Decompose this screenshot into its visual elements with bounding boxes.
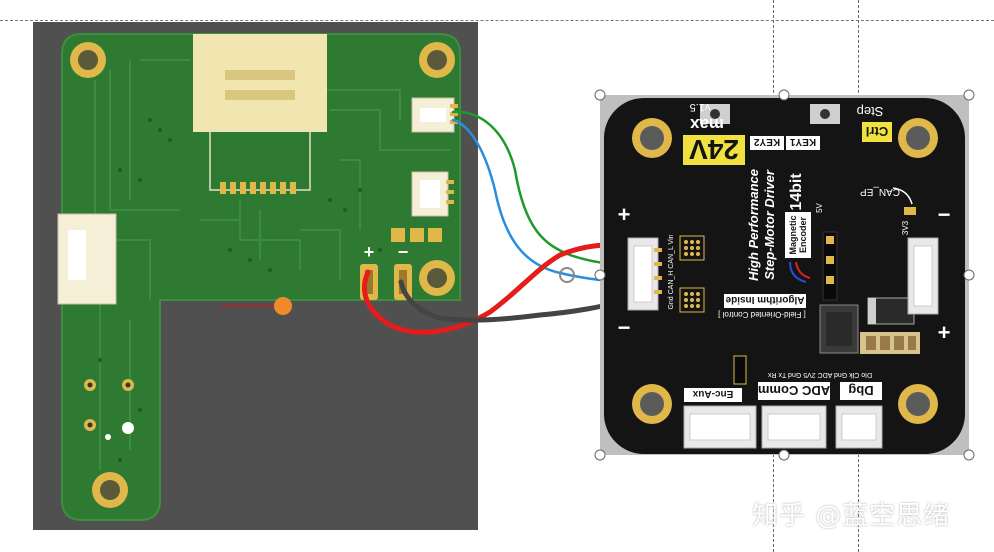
svg-text:5V: 5V <box>815 202 824 212</box>
power-pins-label: Gnd CAN_H CAN_L Vin <box>668 234 675 309</box>
svg-text:Algorithm Inside: Algorithm Inside <box>725 294 804 305</box>
pcb-traces <box>94 59 450 470</box>
svg-text:High Performance: High Performance <box>746 169 761 281</box>
dbg-connector <box>835 405 883 449</box>
pcb-green-board <box>61 33 461 521</box>
can-ep-label: CAN_EP <box>860 186 900 197</box>
selection-handles[interactable] <box>594 89 975 461</box>
driver-motor-connector-right <box>907 237 939 315</box>
pcb-vias <box>98 118 382 462</box>
svg-text:24V: 24V <box>689 134 739 165</box>
diode <box>867 297 915 325</box>
svg-text:Dbg: Dbg <box>848 383 873 398</box>
wireless-module <box>193 34 327 194</box>
encoder-arrow-red <box>795 261 811 279</box>
pcb-smd-pads <box>391 228 442 242</box>
pcb-plus-label: + <box>364 242 375 262</box>
svg-text:Step: Step <box>857 104 884 119</box>
small-ic <box>733 355 747 385</box>
wire-green <box>451 110 642 267</box>
dbg-label: Dbg <box>840 382 882 400</box>
mounting-hole <box>898 118 938 158</box>
mounting-hole <box>632 118 672 158</box>
can-ep-arrow <box>892 187 913 205</box>
rotate-handle[interactable] <box>559 267 575 283</box>
resolution-label: 14bit <box>788 173 805 211</box>
mounting-hole <box>632 384 672 424</box>
pcb-connector-2 <box>411 171 454 217</box>
resistor-array <box>860 332 920 354</box>
guide-line-horizontal <box>0 20 994 21</box>
svg-text:CAN_EP: CAN_EP <box>860 186 900 197</box>
svg-text:[ Field-Oriented Control ]: [ Field-Oriented Control ] <box>718 310 806 319</box>
encoder-arrow-blue <box>789 261 807 283</box>
svg-text:14bit: 14bit <box>788 173 805 211</box>
enc-aux-label: Enc-Aux <box>684 388 742 402</box>
pcb-marker <box>222 297 292 315</box>
pin-header-top <box>679 235 705 261</box>
pcb-left: + − <box>33 22 478 530</box>
svg-text:Gnd CAN_H CAN_L Vin: Gnd CAN_H CAN_L Vin <box>668 234 675 309</box>
adc-comm-label: ADC Comm <box>758 382 830 400</box>
ctrl-badge: Ctrl <box>862 122 892 142</box>
step-label: Step <box>857 104 884 119</box>
svg-text:Encoder: Encoder <box>798 217 808 254</box>
aux-pins-label: DIo Clk Gnd ADC 2V5 Gnd Tx Rx <box>767 371 872 378</box>
chip-column <box>822 231 838 301</box>
key2-label: KEY2 <box>750 136 784 150</box>
pin-header-bottom <box>679 287 705 313</box>
pcb-minus-label: − <box>398 242 409 262</box>
driver-title: High Performance Step-Motor Driver <box>746 169 777 281</box>
mounting-hole <box>419 260 455 296</box>
mounting-hole <box>70 42 106 78</box>
wire-black <box>398 279 633 323</box>
svg-text:3V3: 3V3 <box>901 220 910 235</box>
pcb-through-holes <box>84 379 134 440</box>
mounting-hole <box>898 384 938 424</box>
driver-plus-right: + <box>938 320 951 345</box>
tactile-button <box>810 104 840 124</box>
driver-power-connector-left <box>627 237 662 311</box>
svg-text:v1.5: v1.5 <box>690 101 711 113</box>
rail-5v-label: 5V <box>815 202 824 212</box>
driver-minus-left: − <box>618 315 631 340</box>
svg-text:DIo Clk Gnd ADC 2V5 Gnd: DIo Clk Gnd ADC 2V5 Gnd Tx Rx <box>767 371 872 378</box>
voltage-badge: 24V <box>683 134 745 165</box>
version-label: v1.5 <box>690 101 711 113</box>
svg-text:KEY1: KEY1 <box>790 136 817 147</box>
watermark: 知乎 @蓝空思绪 <box>752 501 951 531</box>
inductor <box>819 304 859 354</box>
svg-text:Magnetic: Magnetic <box>788 215 798 254</box>
svg-text:Ctrl: Ctrl <box>866 124 888 139</box>
enc-aux-connector <box>683 405 757 449</box>
rail-3v3-label: 3V3 <box>901 220 910 235</box>
svg-text:KEY2: KEY2 <box>754 136 781 147</box>
foc-label: [ Field-Oriented Control ] <box>718 310 806 319</box>
svg-text:max: max <box>689 115 724 134</box>
driver-plus-left: + <box>618 202 631 227</box>
mounting-hole <box>419 42 455 78</box>
tactile-button <box>700 104 730 124</box>
wires <box>362 110 642 335</box>
pcb-side-connector <box>57 213 117 305</box>
driver-board-pcb <box>604 98 965 454</box>
variant-label: max <box>689 115 724 134</box>
driver-board: v1.5 max 24V KEY2 KEY1 Ctrl Step CAN_EP <box>600 95 969 455</box>
key1-label: KEY1 <box>786 136 820 150</box>
can-ep-jumper <box>904 207 916 215</box>
encoder-badge: Magnetic Encoder <box>785 212 811 258</box>
adc-comm-connector <box>761 405 827 449</box>
driver-minus-right: − <box>938 202 951 227</box>
wire-red <box>362 242 631 335</box>
mounting-hole <box>92 472 128 508</box>
pcb-connector-can <box>411 97 458 133</box>
svg-text:ADC Comm: ADC Comm <box>758 383 830 398</box>
svg-text:Enc-Aux: Enc-Aux <box>692 388 733 399</box>
svg-text:Step-Motor Driver: Step-Motor Driver <box>762 169 777 280</box>
algorithm-badge: Algorithm Inside <box>724 294 806 308</box>
